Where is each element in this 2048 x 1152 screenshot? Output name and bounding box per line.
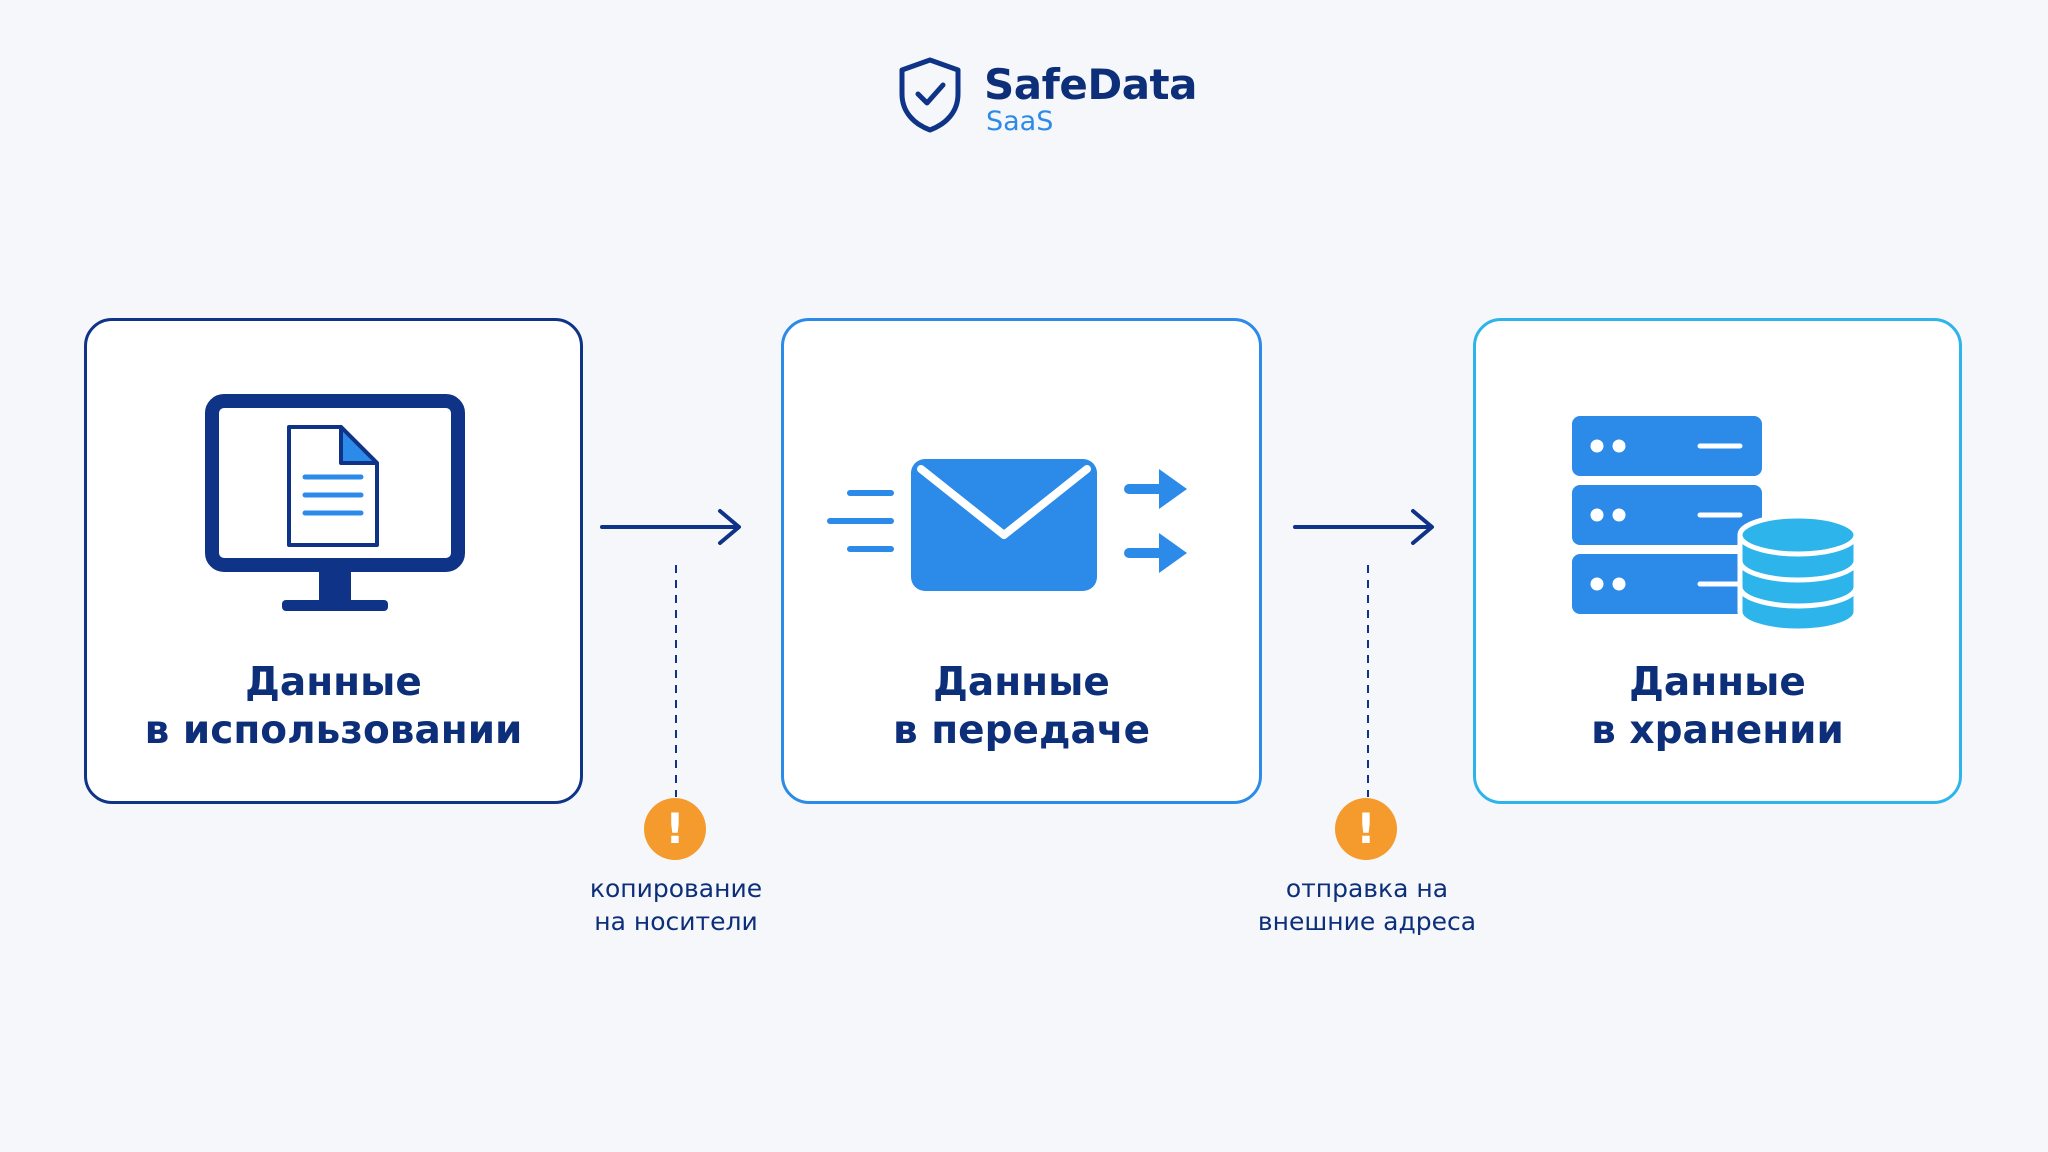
risk-label: отправка на внешние адреса xyxy=(1247,872,1487,938)
risk-label-line2: внешние адреса xyxy=(1257,907,1477,936)
risk-label-line2: на носители xyxy=(594,907,758,936)
risk-label-line1: копирование xyxy=(589,874,763,903)
shield-check-icon xyxy=(899,57,961,133)
monitor-document-icon xyxy=(205,394,465,611)
brand-name: SafeData xyxy=(984,60,1197,109)
stage-title-line2: в хранении xyxy=(1591,708,1844,753)
stage-title: Данные в хранении xyxy=(1476,659,1959,755)
stage-title: Данные в передаче xyxy=(784,659,1259,755)
stage-title-line2: в передаче xyxy=(892,708,1151,753)
dashed-connector-1 xyxy=(675,565,677,797)
stage-title-line2: в использовании xyxy=(144,708,523,753)
warning-icon: ! xyxy=(644,798,706,860)
stage-card-in-transit: Данные в передаче xyxy=(781,318,1262,804)
stage-title: Данные в использовании xyxy=(87,659,580,755)
flow-arrow-2 xyxy=(1293,509,1434,545)
risk-external-send: ! отправка на внешние адреса xyxy=(1247,798,1487,936)
envelope-send-icon xyxy=(827,459,1187,591)
stage-title-line1: Данные xyxy=(245,660,422,705)
warning-icon: ! xyxy=(1335,798,1397,860)
risk-label-line1: отправка на xyxy=(1285,874,1449,903)
server-database-icon xyxy=(1572,416,1859,634)
stage-title-line1: Данные xyxy=(933,660,1110,705)
risk-label: копирование на носители xyxy=(556,872,796,938)
risk-copying: ! копирование на носители xyxy=(556,798,796,936)
stage-card-at-rest: Данные в хранении xyxy=(1473,318,1962,804)
brand-logo: SafeData SaaS xyxy=(896,56,1197,137)
stage-title-line1: Данные xyxy=(1629,660,1806,705)
dashed-connector-2 xyxy=(1367,565,1369,797)
flow-arrow-1 xyxy=(600,509,741,545)
stage-card-in-use: Данные в использовании xyxy=(84,318,583,804)
brand-subtitle: SaaS xyxy=(986,106,1054,137)
